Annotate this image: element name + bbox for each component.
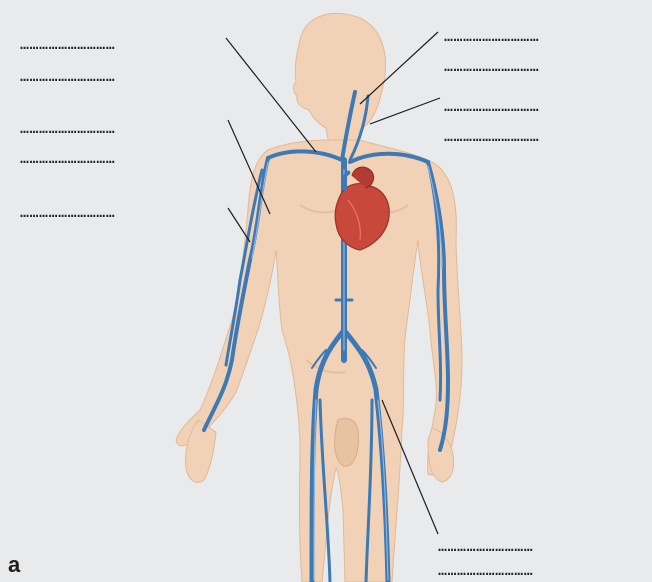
body-silhouette [176, 13, 462, 582]
label-blank-right-1[interactable]: ………………………… [444, 28, 539, 44]
label-blank-right-4[interactable]: ………………………… [444, 128, 539, 144]
label-blank-bottom-1[interactable]: ………………………… [438, 538, 533, 554]
label-blank-left-1[interactable]: ………………………… [20, 36, 115, 52]
label-blank-left-3[interactable]: ………………………… [20, 120, 115, 136]
panel-label: a [8, 552, 20, 578]
label-blank-left-2[interactable]: ………………………… [20, 68, 115, 84]
label-blank-right-2[interactable]: ………………………… [444, 58, 539, 74]
label-blank-left-4[interactable]: ………………………… [20, 150, 115, 166]
label-blank-bottom-2[interactable]: ………………………… [438, 562, 533, 578]
leader-line-5 [370, 98, 440, 124]
label-blank-left-5[interactable]: ………………………… [20, 204, 115, 220]
label-blank-right-3[interactable]: ………………………… [444, 98, 539, 114]
genital-shape [335, 418, 359, 466]
